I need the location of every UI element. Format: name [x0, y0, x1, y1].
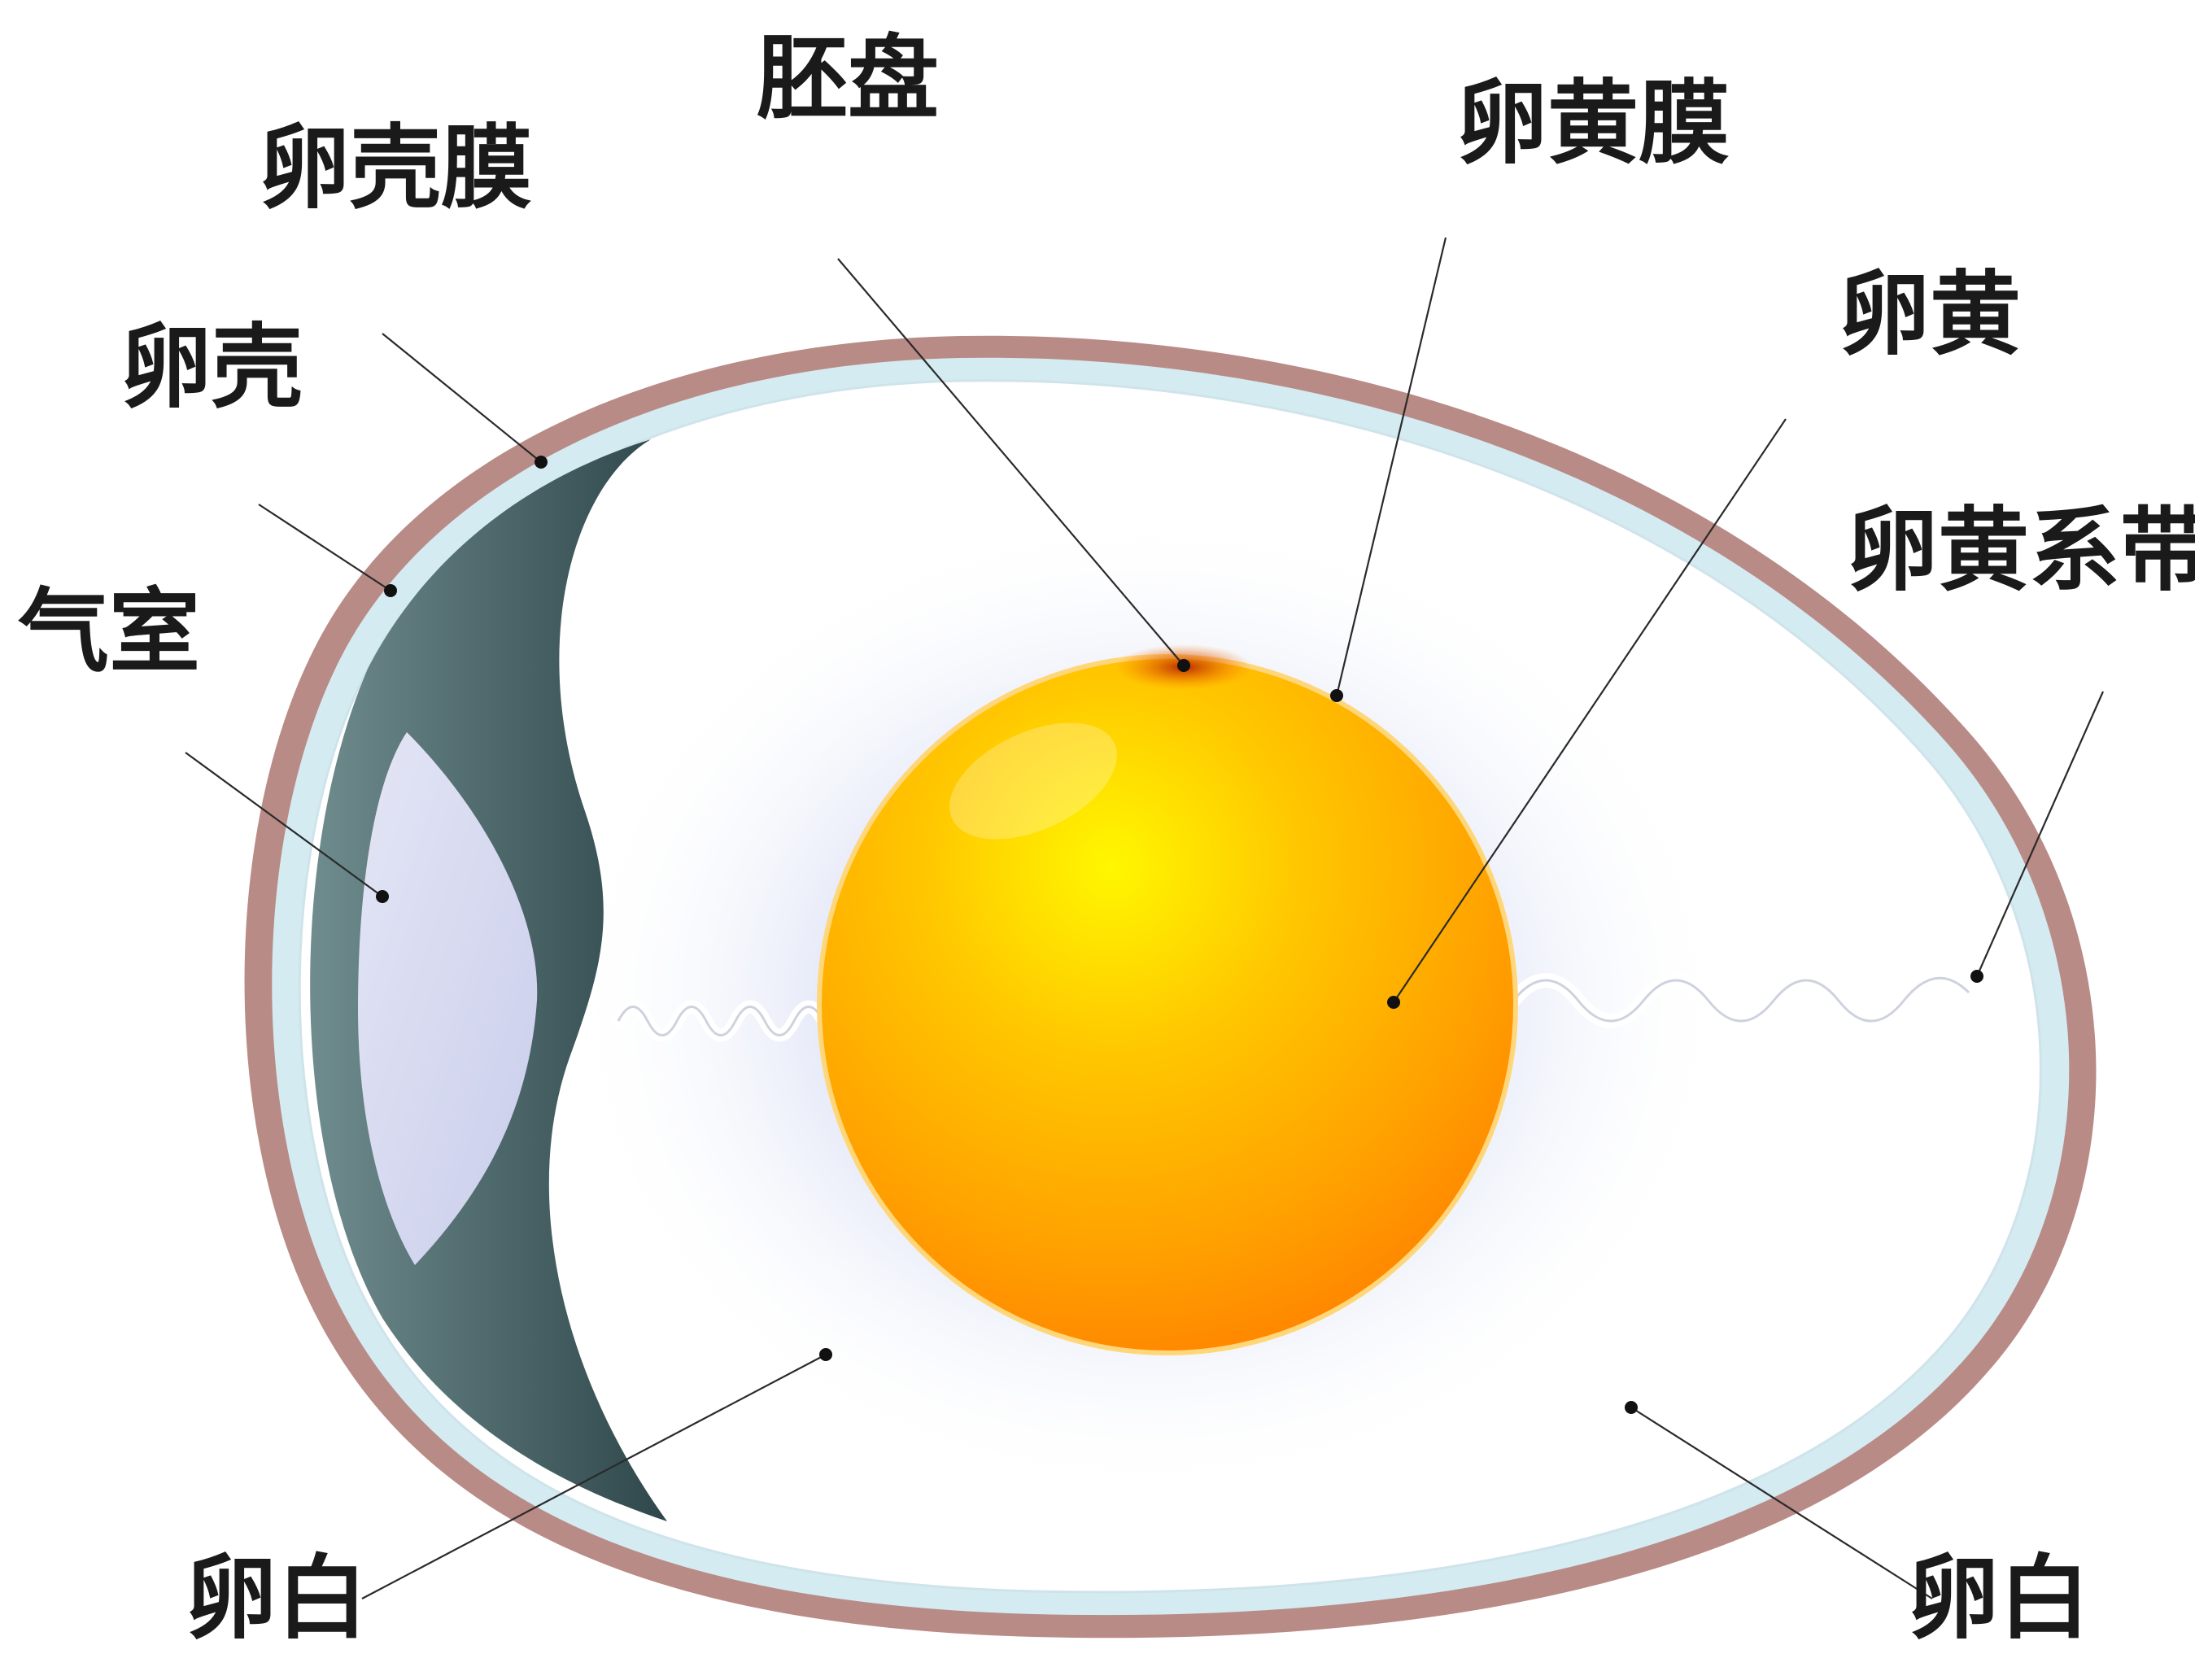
yolk-highlight: [949, 722, 1117, 840]
leader-air-cell: [185, 752, 383, 897]
label-chalaza: 卵黄系带: [1847, 498, 2195, 604]
dot-shell: [384, 584, 397, 597]
dot-vitelline-membrane: [1330, 689, 1343, 702]
label-shell: 卵壳: [120, 315, 303, 421]
label-air-cell: 气室: [18, 579, 200, 685]
air-cell: [358, 732, 538, 1265]
dot-shell-membrane: [535, 456, 548, 469]
label-shell-membrane: 卵壳膜: [259, 116, 532, 221]
chalaza-right-outline: [1512, 976, 1970, 1023]
label-albumen-right: 卵白: [1908, 1546, 2090, 1652]
dot-air-cell: [376, 890, 389, 903]
leader-yolk: [1393, 418, 1787, 1003]
label-embryo-disc: 胚盘: [757, 26, 939, 132]
label-vitelline-membrane: 卵黄膜: [1456, 71, 1730, 177]
dot-chalaza: [1970, 970, 1983, 983]
chalaza-left-outline: [617, 1006, 854, 1036]
dot-yolk: [1387, 996, 1400, 1009]
dot-embryo-disc: [1177, 659, 1190, 672]
leader-vitelline-membrane: [1335, 237, 1447, 696]
label-albumen-left: 卵白: [185, 1546, 368, 1652]
leader-shell-membrane: [382, 333, 542, 463]
leader-chalaza: [1975, 691, 2105, 977]
leader-albumen-left: [361, 1354, 827, 1599]
label-yolk: 卵黄: [1839, 262, 2021, 368]
leader-embryo-disc: [837, 258, 1185, 666]
yolk: [817, 654, 1518, 1355]
leader-albumen-right: [1630, 1407, 1933, 1599]
leader-shell: [258, 504, 391, 591]
dot-albumen-right: [1625, 1401, 1638, 1414]
dot-albumen-left: [819, 1348, 832, 1361]
